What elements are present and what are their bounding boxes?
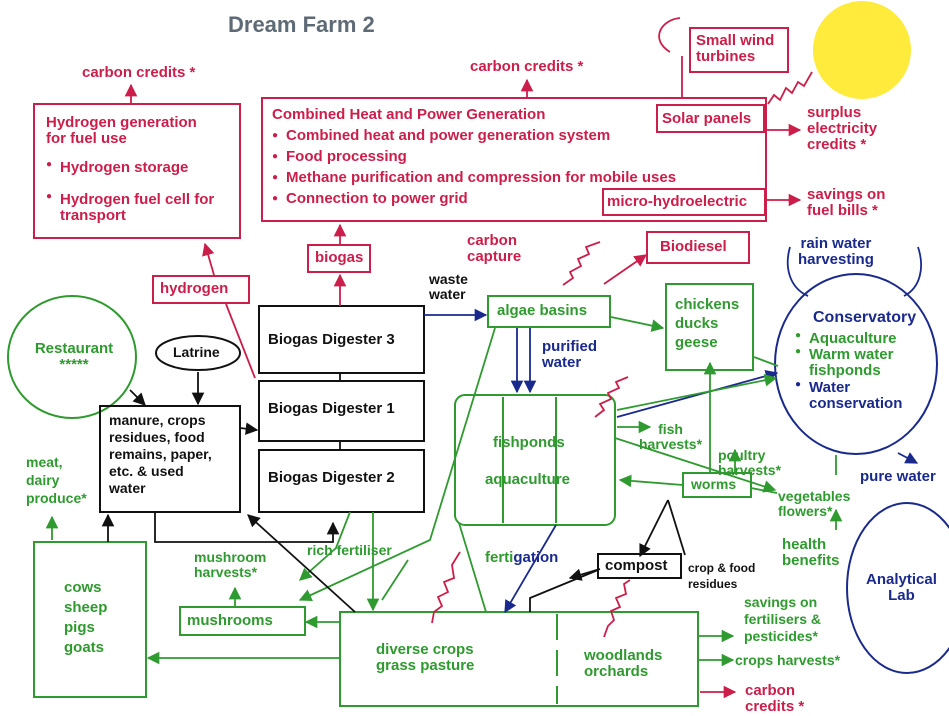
- hydrogen-carbon-credits: carbon credits *: [82, 64, 196, 81]
- digester-1-box: [258, 380, 425, 442]
- digester-3-label: Biogas Digester 3: [268, 331, 395, 348]
- digester-2-label: Biogas Digester 2: [268, 469, 395, 486]
- rich-fertiliser-label: rich fertiliser: [307, 542, 392, 558]
- hydrogen-link-label: hydrogen: [160, 280, 229, 297]
- hydrogen-box-title: Hydrogen generation for fuel use: [46, 114, 197, 148]
- purified-water-label: purified water: [542, 338, 597, 372]
- poultry-harvests-label: poultry harvests*: [718, 447, 782, 479]
- biogas-label: biogas: [315, 249, 364, 266]
- latrine-ellipse: [155, 335, 241, 371]
- fishponds-label: fishponds: [493, 434, 565, 451]
- biodiesel-label: Biodiesel: [660, 238, 727, 255]
- algae-basins-label: algae basins: [497, 302, 588, 319]
- chp-box: [261, 97, 767, 222]
- mushrooms-label: mushrooms: [187, 612, 273, 629]
- hydrogen-list: Hydrogen storage: [46, 159, 188, 176]
- conservatory-item-aquaculture: Aquaculture: [795, 330, 902, 347]
- livestock-box: [33, 541, 147, 698]
- solar-panels-label: Solar panels: [662, 110, 752, 127]
- analytical-lab-ellipse: [846, 502, 949, 674]
- chp-carbon-credits: carbon credits *: [470, 58, 584, 75]
- chp-item-4: Connection to power grid: [272, 188, 676, 209]
- savings-fertilisers-label: savings on fertilisers & pesticides*: [744, 594, 822, 644]
- vegetables-flowers-label: vegetables flowers*: [778, 488, 851, 520]
- compost-label: compost: [605, 557, 668, 574]
- chp-item-3: Methane purification and compression for…: [272, 167, 676, 188]
- crops-box: [339, 611, 699, 707]
- pure-water-label: pure water: [860, 468, 936, 485]
- crops-harvests-label: crops harvests*: [735, 652, 841, 668]
- carbon-capture-label: carbon capture: [467, 232, 522, 266]
- rain-water-harvesting: rain water harvesting: [798, 235, 874, 269]
- bottom-carbon-credits: carbon credits *: [745, 682, 805, 715]
- chp-title: Combined Heat and Power Generation: [272, 106, 546, 123]
- sun-icon: [813, 1, 911, 99]
- fish-harvests-label: fish harvests*: [639, 421, 703, 453]
- algae-box: [487, 295, 611, 328]
- diagram-title: Dream Farm 2: [228, 12, 375, 37]
- chp-list: Combined heat and power generation syste…: [272, 125, 676, 209]
- analytical-lab-label: Analytical Lab: [866, 571, 937, 605]
- hydrogen-link-box: [152, 275, 250, 304]
- micro-hydro-label: micro-hydroelectric: [607, 193, 748, 210]
- crop-residues-label: crop & food residues: [688, 561, 756, 591]
- wind-box: [689, 27, 789, 73]
- biogas-box: [307, 244, 371, 273]
- digester-1-label: Biogas Digester 1: [268, 400, 395, 417]
- chp-item-2: Food processing: [272, 146, 676, 167]
- digester-3-box: [258, 305, 425, 374]
- solar-panels-box: [656, 104, 765, 133]
- hydrogen-storage-item: Hydrogen storage: [46, 159, 188, 176]
- meat-dairy-label: meat, dairy produce*: [26, 454, 87, 506]
- fertigation-label: fertigation: [485, 549, 559, 566]
- worms-label: worms: [691, 476, 737, 492]
- fishponds-box: [454, 394, 616, 526]
- diverse-crops-label: diverse crops grass pasture: [376, 641, 475, 675]
- mushroom-harvests-label: mushroom harvests*: [194, 549, 267, 581]
- livestock-label: cows sheep pigs goats: [64, 579, 108, 656]
- latrine-label: Latrine: [173, 344, 220, 360]
- savings-fuel-bills: savings on fuel bills *: [807, 186, 886, 220]
- aquaculture-label: aquaculture: [485, 471, 571, 488]
- restaurant-circle: [7, 295, 137, 419]
- manure-label: manure, crops residues, food remains, pa…: [109, 412, 212, 496]
- conservatory-title: Conservatory: [813, 309, 917, 326]
- wind-turbines-label: Small wind turbines: [696, 32, 775, 66]
- restaurant-label: Restaurant *****: [34, 340, 114, 374]
- chp-item-1: Combined heat and power generation syste…: [272, 125, 676, 146]
- hydrogen-box: [33, 103, 241, 239]
- biodiesel-box: [646, 231, 750, 264]
- woodlands-label: woodlands orchards: [584, 647, 663, 681]
- waste-water-label: waste water: [429, 271, 468, 303]
- surplus-electricity-credits: surplus electricity credits *: [807, 104, 878, 154]
- health-benefits-label: health benefits: [782, 536, 840, 570]
- poultry-label: chickens ducks geese: [675, 296, 740, 351]
- digester-2-box: [258, 449, 425, 513]
- manure-box: [99, 405, 241, 513]
